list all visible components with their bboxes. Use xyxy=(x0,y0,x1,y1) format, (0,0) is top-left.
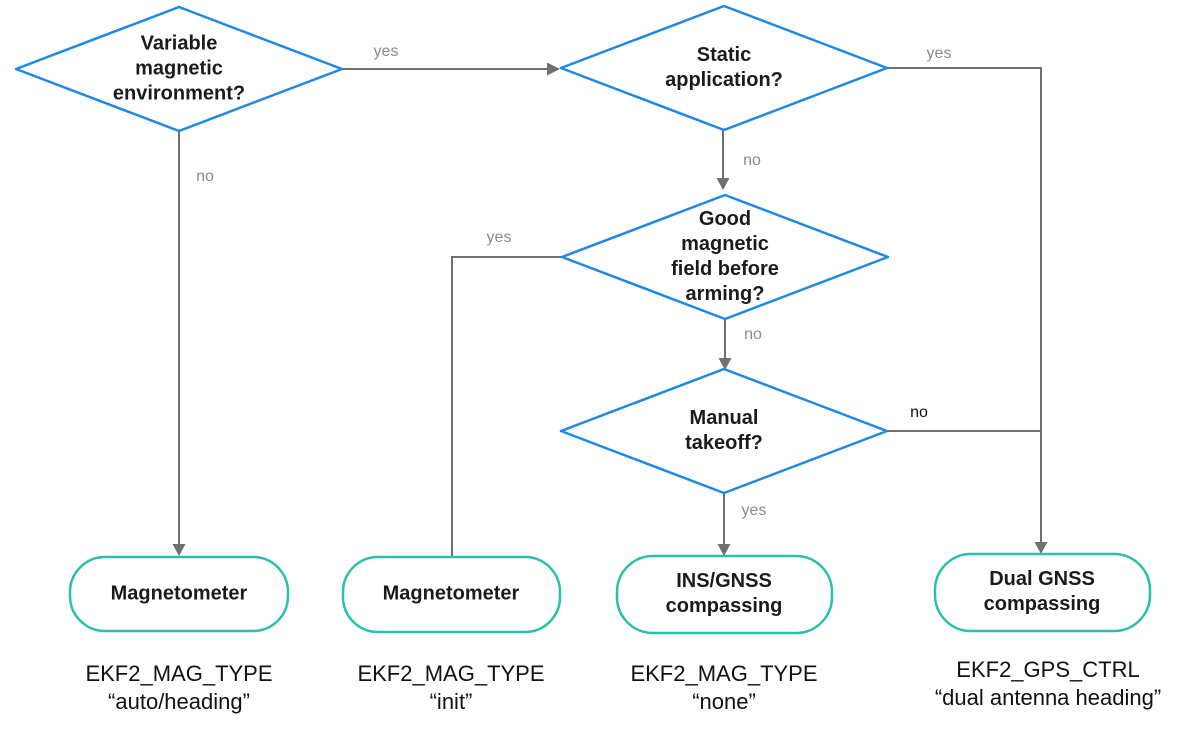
edge-label-yes-manual-to-ins-gnss: yes xyxy=(741,502,767,519)
param-caption-magnetometer-auto: EKF2_MAG_TYPE “auto/heading” xyxy=(85,660,272,716)
decision-label-static-application: Static application? xyxy=(665,44,783,91)
edge-label-no-variable-to-magnetometer: no xyxy=(196,168,214,185)
decision-diamond-variable-magnetic-environment xyxy=(14,5,344,133)
outcome-label-magnetometer-auto: Magnetometer xyxy=(110,582,248,605)
param-name: EKF2_GPS_CTRL xyxy=(956,657,1140,682)
param-value: “auto/heading” xyxy=(108,689,250,714)
param-value: “init” xyxy=(429,689,473,714)
decision-diamond-static-application xyxy=(559,4,889,132)
outcome-label-magnetometer-init: Magnetometer xyxy=(382,582,520,605)
connector-yes-to-magnetometer-init xyxy=(451,256,562,557)
edge-label-yes-good-field-to-init: yes xyxy=(486,229,512,246)
param-caption-dual-gnss: EKF2_GPS_CTRL “dual antenna heading” xyxy=(935,656,1161,712)
outcome-label-ins-gnss-compassing: INS/GNSS compassing xyxy=(665,570,783,617)
arrowhead-right-static-application xyxy=(547,62,560,76)
param-value: “dual antenna heading” xyxy=(934,685,1162,710)
outcome-box-magnetometer-init xyxy=(341,555,562,634)
outcome-box-ins-gnss-compassing xyxy=(615,554,834,635)
outcome-box-dual-gnss-compassing xyxy=(933,552,1152,633)
outcome-box-magnetometer-auto xyxy=(68,555,290,633)
edge-label-yes-static-to-dual-gnss: yes xyxy=(926,45,952,62)
param-name: EKF2_MAG_TYPE xyxy=(85,661,273,686)
arrowhead-down-manual-takeoff xyxy=(718,358,732,370)
edge-label-no-good-field-to-manual: no xyxy=(744,326,762,343)
arrowhead-down-dual-gnss xyxy=(1034,542,1048,554)
edge-label-no-static-to-good-field: no xyxy=(743,152,761,169)
arrowhead-down-magnetometer-auto xyxy=(172,544,186,556)
param-caption-ins-gnss: EKF2_MAG_TYPE “none” xyxy=(630,660,817,716)
decision-label-variable-magnetic-environment: Variable magnetic environment? xyxy=(112,32,246,105)
param-caption-magnetometer-init: EKF2_MAG_TYPE “init” xyxy=(357,660,544,716)
param-name: EKF2_MAG_TYPE xyxy=(357,661,545,686)
param-name: EKF2_MAG_TYPE xyxy=(630,661,818,686)
outcome-label-dual-gnss-compassing: Dual GNSS compassing xyxy=(983,568,1101,615)
decision-label-good-magnetic-field: Good magnetic field before arming? xyxy=(671,208,779,305)
arrowhead-down-ins-gnss xyxy=(717,544,731,556)
arrowhead-down-good-field xyxy=(716,178,730,190)
decision-label-manual-takeoff: Manual takeoff? xyxy=(685,407,763,454)
connector-yes-to-dual-gnss xyxy=(887,67,1042,542)
edge-label-no-manual-to-dual-gnss: no xyxy=(910,404,928,421)
param-value: “none” xyxy=(692,689,756,714)
decision-diamond-manual-takeoff xyxy=(559,367,889,495)
edge-label-yes-variable-to-static: yes xyxy=(373,43,399,60)
decision-diamond-good-magnetic-field xyxy=(560,193,890,321)
